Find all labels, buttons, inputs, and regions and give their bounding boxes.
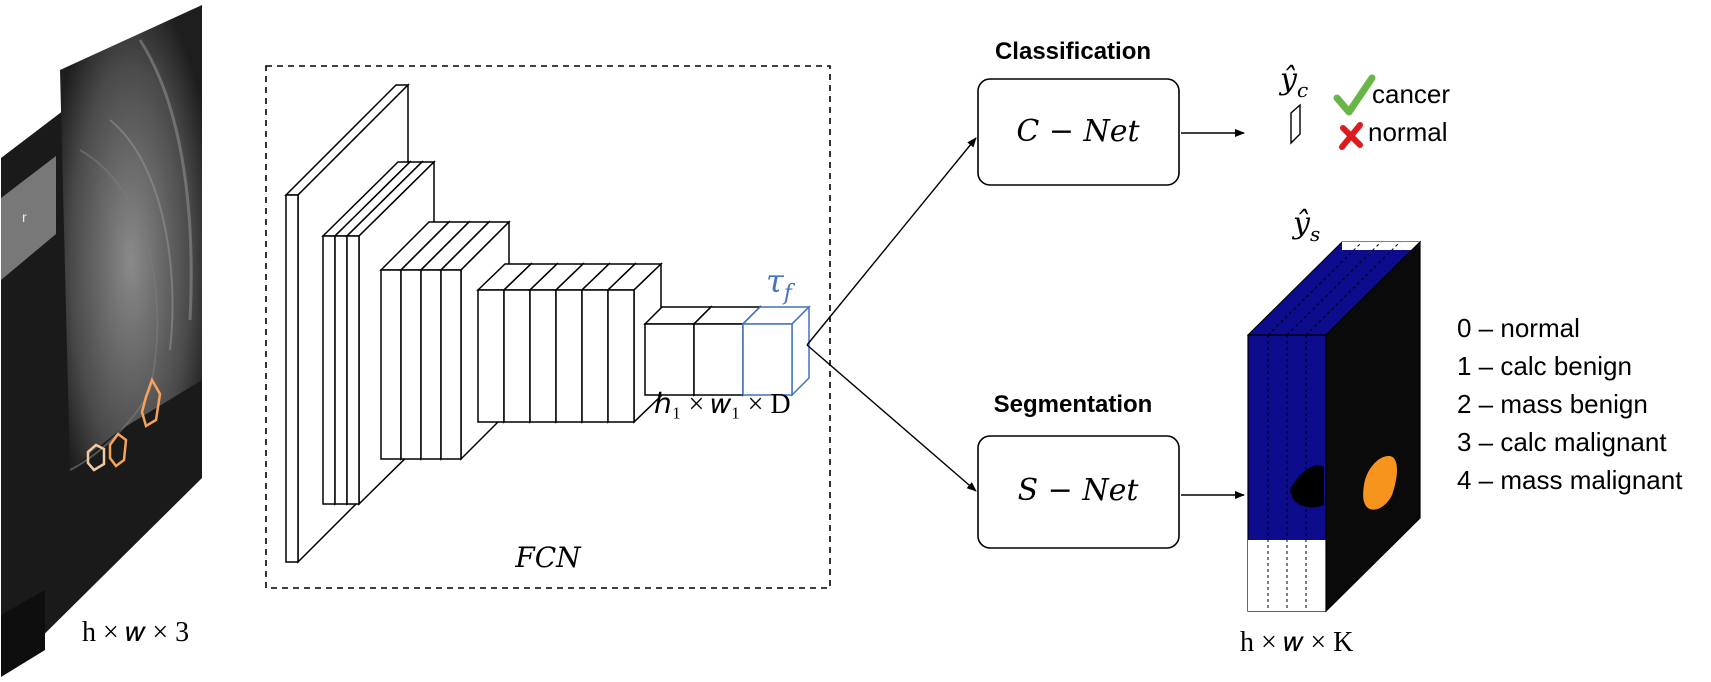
- fcn-label: 𝐹𝐶𝑁: [514, 541, 582, 574]
- lesion-contour: [140, 377, 162, 428]
- legend-item: 4 – mass malignant: [1457, 465, 1683, 495]
- lesion-contour: [108, 432, 128, 468]
- arrow-to-s-net: [806, 344, 977, 492]
- seg-front-channel: [1325, 240, 1421, 613]
- s-net-box: [977, 435, 1180, 549]
- cross-icon: [1339, 122, 1363, 150]
- fcn-layers: [284, 83, 811, 564]
- lesion-contour: [86, 443, 106, 472]
- arrow-to-c-net: [806, 137, 977, 346]
- feature-map-block: [741, 305, 811, 397]
- classification-branch: Classification 𝐶 − 𝑁𝑒𝑡 ŷ𝑐 cancer normal: [977, 38, 1450, 186]
- segmentation-title: Segmentation: [994, 391, 1153, 418]
- outcome-cancer: cancer: [1372, 79, 1450, 109]
- legend-item: 1 – calc benign: [1457, 351, 1632, 381]
- s-net-label: 𝑆 − 𝑁𝑒𝑡: [1018, 473, 1140, 508]
- c-net-box: [977, 78, 1180, 186]
- class-output-vector: [1290, 103, 1301, 145]
- input-dims: h × 𝑤 × 3: [82, 617, 189, 648]
- lesion-black-mask: [1290, 465, 1324, 508]
- c-net-label: 𝐶 − 𝑁𝑒𝑡: [1016, 114, 1140, 149]
- fcn-dashed-frame: [265, 65, 831, 589]
- legend-item: 2 – mass benign: [1457, 389, 1648, 419]
- class-output-symbol: ŷ𝑐: [1278, 62, 1308, 102]
- fcn-block: 𝐹𝐶𝑁 𝜏𝑓 ℎ₁ × 𝑤₁ × D: [265, 65, 831, 589]
- segmentation-branch: Segmentation 𝑆 − 𝑁𝑒𝑡 ŷ𝑠 h × 𝑤 × K 0 – no…: [977, 206, 1683, 658]
- lesion-orange-mask: [1363, 455, 1397, 510]
- classification-title: Classification: [995, 38, 1151, 65]
- segmentation-output-volume: [1246, 240, 1422, 613]
- input-mammogram: r h × 𝑤 × 3: [1, 5, 202, 677]
- seg-output-symbol: ŷ𝑠: [1291, 206, 1320, 246]
- legend-item: 0 – normal: [1457, 313, 1580, 343]
- legend-item: 3 – calc malignant: [1457, 427, 1667, 457]
- feature-map-dims: ℎ₁ × 𝑤₁ × D: [654, 389, 791, 420]
- seg-output-dims: h × 𝑤 × K: [1240, 627, 1353, 658]
- outcome-normal: normal: [1368, 117, 1447, 147]
- mammogram-marker-text: r: [22, 209, 27, 225]
- check-icon: [1333, 74, 1376, 116]
- feature-map-symbol: 𝜏𝑓: [766, 262, 796, 306]
- class-legend: 0 – normal 1 – calc benign 2 – mass beni…: [1457, 313, 1683, 495]
